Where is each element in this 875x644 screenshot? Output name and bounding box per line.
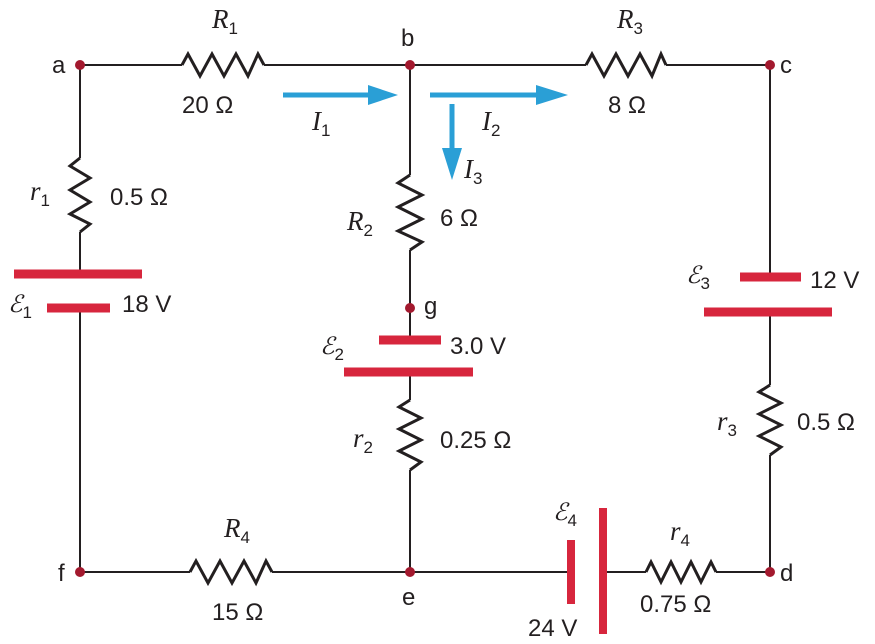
node-e-dot (405, 567, 415, 577)
node-d-label: d (780, 560, 793, 587)
node-labels: a b c d e f g (52, 25, 793, 611)
current-i3-arrow-head (442, 148, 462, 180)
source-e4-label: ℰ4 (553, 498, 577, 530)
source-labels: ℰ1 18 V ℰ2 3.0 V ℰ3 12 V ℰ4 24 V (8, 261, 859, 642)
resistor-r4-value: 15 Ω (212, 599, 263, 626)
source-e2-value: 3.0 V (450, 333, 506, 360)
internal-r2-value: 0.25 Ω (440, 427, 511, 454)
current-i2-arrow-head (536, 85, 568, 105)
node-g-dot (405, 303, 415, 313)
source-e1-value: 18 V (122, 291, 171, 318)
resistor-symbols (66, 50, 785, 587)
node-d-dot (765, 567, 775, 577)
internal-r3-value: 0.5 Ω (797, 409, 855, 436)
resistor-r4-internal-symbol (644, 558, 718, 586)
internal-r4-value: 0.75 Ω (640, 591, 711, 618)
current-i1-arrow-head (368, 85, 398, 105)
current-arrows (283, 85, 568, 180)
resistor-r1-symbol (180, 50, 266, 80)
wires (79, 64, 771, 573)
node-f-dot (75, 567, 85, 577)
node-a-label: a (52, 52, 66, 79)
node-f-label: f (58, 560, 65, 587)
resistor-r3-value: 8 Ω (608, 92, 646, 119)
battery-symbols (14, 269, 832, 634)
current-labels: I1 I2 I3 (311, 106, 500, 188)
internal-r3-label: r3 (717, 406, 737, 440)
node-b-label: b (401, 25, 414, 52)
resistor-r2-internal-symbol (395, 398, 425, 472)
resistor-r4-symbol (188, 557, 274, 587)
current-i2-label: I2 (481, 106, 500, 140)
source-e4-value: 24 V (528, 615, 577, 642)
node-a-dot (75, 60, 85, 70)
current-i3-label: I3 (463, 154, 482, 188)
source-e2-label: ℰ2 (320, 332, 344, 364)
current-i1-label: I1 (311, 106, 330, 140)
resistor-r1-value: 20 Ω (182, 92, 233, 119)
internal-r2-label: r2 (353, 423, 373, 457)
source-e3-value: 12 V (810, 267, 859, 294)
node-e-label: e (402, 584, 415, 611)
resistor-r2-label: R2 (346, 206, 373, 240)
resistor-labels: R1 20 Ω R3 8 Ω R2 6 Ω R4 15 Ω r1 0.5 Ω r… (30, 4, 855, 626)
nodes (75, 60, 775, 577)
node-c-dot (765, 60, 775, 70)
source-e3-label: ℰ3 (686, 261, 710, 293)
resistor-r3-label: R3 (616, 4, 643, 38)
resistor-r2-value: 6 Ω (440, 205, 478, 232)
node-b-dot (405, 60, 415, 70)
resistor-r1-internal-symbol (66, 156, 93, 234)
resistor-r4-label: R4 (223, 513, 250, 547)
source-e1-label: ℰ1 (8, 290, 32, 322)
resistor-r1-label: R1 (211, 4, 238, 38)
resistor-r2-symbol (394, 173, 426, 252)
internal-r1-label: r1 (30, 176, 50, 210)
internal-r4-label: r4 (670, 516, 690, 550)
internal-r1-value: 0.5 Ω (110, 184, 168, 211)
resistor-r3-symbol (584, 50, 668, 80)
node-g-label: g (424, 293, 437, 320)
resistor-r3-internal-symbol (755, 383, 785, 457)
node-c-label: c (780, 52, 792, 79)
